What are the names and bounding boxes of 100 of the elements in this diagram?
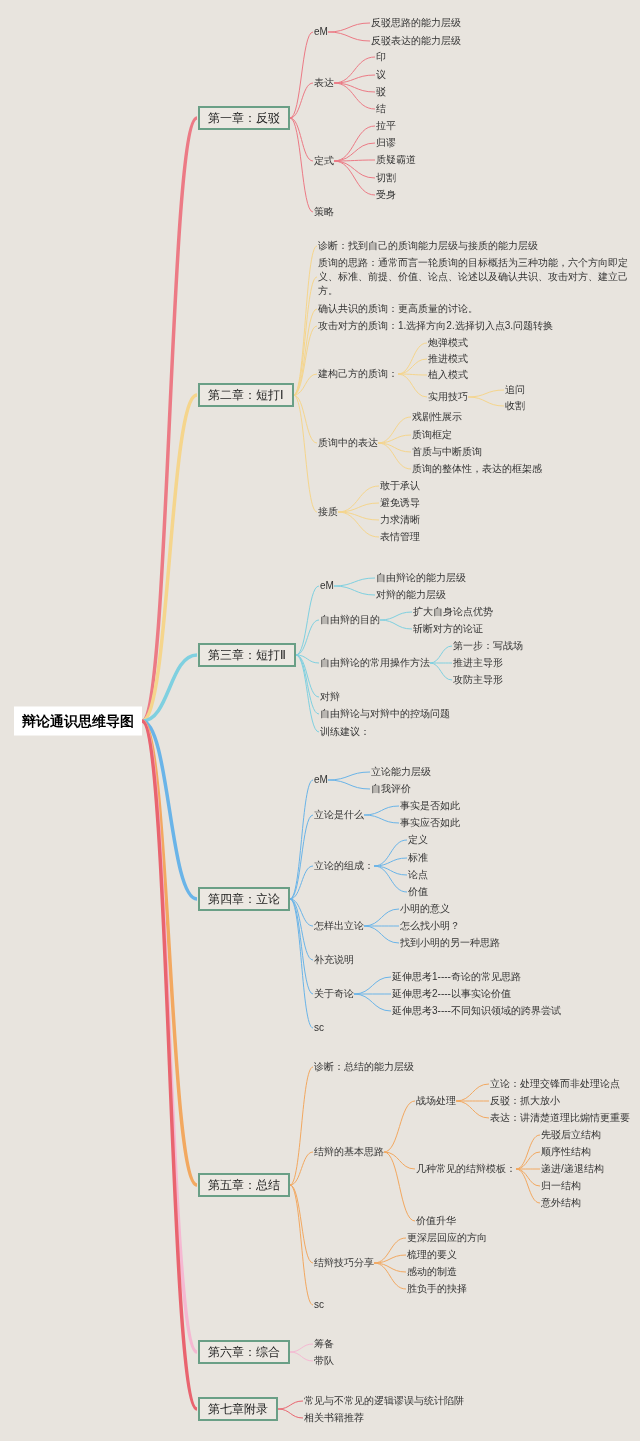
topic-text: 策略 — [314, 205, 334, 219]
branch-line — [327, 31, 371, 42]
branch-line — [293, 373, 318, 396]
topic-text: 切割 — [376, 171, 396, 185]
topic-text: 关于奇论 — [314, 987, 354, 1001]
branch-line — [289, 31, 314, 119]
topic-text: 追问 — [505, 383, 525, 397]
topic-text: eM — [314, 25, 328, 39]
topic-text: 先驳后立结构 — [541, 1128, 601, 1142]
topic-text: 植入模式 — [428, 368, 468, 382]
branch-line — [289, 779, 314, 900]
branch-line — [277, 1408, 304, 1419]
branch-line — [289, 814, 314, 900]
topic-text: 延伸思考2----以事实论价值 — [392, 987, 511, 1001]
branch-line — [373, 1262, 407, 1290]
branch-line — [333, 82, 376, 110]
topic-text: 更深层回应的方向 — [407, 1231, 487, 1245]
chapter-box: 第二章：短打Ⅰ — [198, 383, 294, 407]
topic-text: 第一步：写战场 — [453, 639, 523, 653]
topic-text: 对辩的能力层级 — [376, 588, 446, 602]
branch-line — [467, 396, 505, 407]
branch-line — [295, 619, 320, 656]
branch-line — [337, 511, 380, 521]
topic-text: 胜负手的抉择 — [407, 1282, 467, 1296]
topic-text: 补充说明 — [314, 953, 354, 967]
topic-text: 立论能力层级 — [371, 765, 431, 779]
topic-text: 自由辩论与对辩中的控场问题 — [320, 707, 450, 721]
topic-text: 建构己方的质询： — [318, 367, 398, 381]
branch-line — [455, 1100, 490, 1102]
branch-line — [327, 779, 371, 790]
branch-line — [277, 1400, 304, 1410]
topic-text: 质询中的表达 — [318, 436, 378, 450]
branch-line — [289, 1151, 314, 1186]
topic-text: 训练建议： — [320, 725, 370, 739]
branch-line — [383, 1100, 416, 1153]
topic-text: 顺序性结构 — [541, 1145, 591, 1159]
branch-line — [363, 925, 400, 944]
topic-text: 反驳：抓大放小 — [490, 1094, 560, 1108]
topic-text: 延伸思考1----奇论的常见思路 — [392, 970, 521, 984]
branch-line — [455, 1100, 490, 1119]
branch-line — [289, 898, 314, 961]
branch-line — [333, 159, 376, 162]
topic-text: 归谬 — [376, 136, 396, 150]
branch-line — [373, 857, 408, 867]
topic-text: 几种常见的结辩模板： — [416, 1162, 516, 1176]
topic-text: 推进主导形 — [453, 656, 503, 670]
branch-line — [337, 511, 380, 538]
topic-text: 攻防主导形 — [453, 673, 503, 687]
branch-line — [379, 611, 413, 621]
branch-line — [383, 1151, 416, 1222]
topic-text: 戏剧性展示 — [412, 410, 462, 424]
topic-text: 自我评价 — [371, 782, 411, 796]
branch-line — [397, 373, 428, 376]
topic-text: 质询的整体性，表达的框架感 — [412, 462, 542, 476]
branch-line — [377, 434, 412, 444]
topic-text: 结辩技巧分享 — [314, 1256, 374, 1270]
chapter-box: 第五章：总结 — [198, 1173, 290, 1197]
branch-line — [373, 865, 408, 893]
branch-line — [141, 653, 198, 723]
branch-line — [289, 898, 314, 1029]
branch-line — [289, 1343, 314, 1353]
topic-text: 表达 — [314, 76, 334, 90]
topic-text: 避免诱导 — [380, 496, 420, 510]
topic-text: 怎么找小明？ — [400, 919, 460, 933]
topic-text: 接质 — [318, 505, 338, 519]
topic-text: 意外结构 — [541, 1196, 581, 1210]
branch-line — [295, 654, 320, 698]
chapter-box: 第四章：立论 — [198, 887, 290, 911]
topic-text: 质疑霸道 — [376, 153, 416, 167]
chapter-box: 第一章：反驳 — [198, 106, 290, 130]
topic-text: 小明的意义 — [400, 902, 450, 916]
topic-text: 归一结构 — [541, 1179, 581, 1193]
topic-text: 对辩 — [320, 690, 340, 704]
chapter-box: 第七章附录 — [198, 1397, 278, 1421]
topic-text: 表达：讲清楚道理比煽情更重要 — [490, 1111, 630, 1125]
branch-line — [373, 1254, 407, 1264]
topic-text: 反驳表达的能力层级 — [371, 34, 461, 48]
topic-text: 确认共识的质询：更高质量的讨论。 — [318, 302, 478, 316]
topic-text: 立论的组成： — [314, 859, 374, 873]
topic-text: 首质与中断质询 — [412, 445, 482, 459]
topic-text: 炮弹模式 — [428, 336, 468, 350]
branch-line — [289, 1351, 314, 1362]
topic-text: 实用技巧 — [428, 390, 468, 404]
topic-text: 找到小明的另一种思路 — [400, 936, 500, 950]
topic-text: eM — [320, 579, 334, 593]
topic-text: 事实是否如此 — [400, 799, 460, 813]
topic-text: 自由辩论的能力层级 — [376, 571, 466, 585]
branch-line — [289, 1066, 314, 1186]
topic-text: 力求清晰 — [380, 513, 420, 527]
topic-text: 延伸思考3----不同知识领域的跨界尝试 — [392, 1004, 561, 1018]
branch-line — [289, 865, 314, 900]
branch-line — [333, 585, 376, 596]
topic-text: 定式 — [314, 154, 334, 168]
topic-text: 价值升华 — [416, 1214, 456, 1228]
branch-line — [429, 662, 453, 664]
topic-text: 论点 — [408, 868, 428, 882]
topic-text: 斩断对方的论证 — [413, 622, 483, 636]
branch-line — [429, 662, 453, 681]
branch-line — [293, 394, 318, 444]
branch-line — [289, 82, 314, 119]
